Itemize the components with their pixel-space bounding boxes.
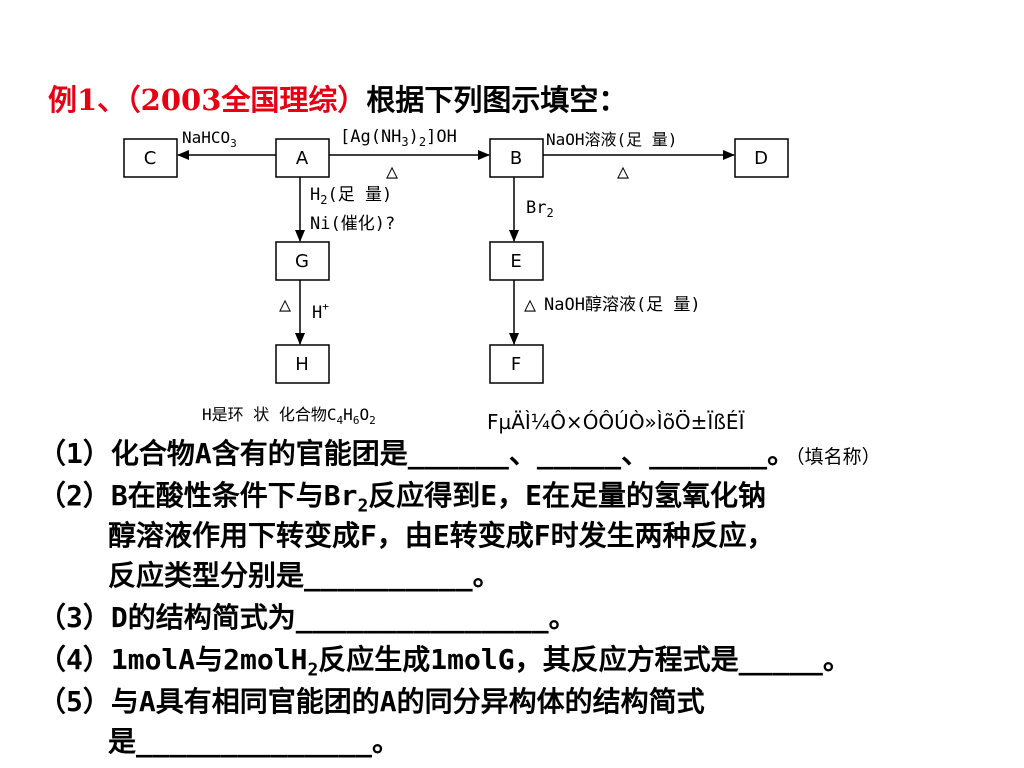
- node-box-e: [489, 241, 544, 281]
- question-2-line-3: 反应类型分别是__________。: [108, 559, 501, 592]
- question-2-line-1: （2）B在酸性条件下与Br2反应得到E，E在足量的氢氧化钠: [38, 479, 766, 517]
- node-box-b: [489, 138, 544, 178]
- heat-icon: △: [279, 292, 291, 316]
- question-1-note: （填名称）: [795, 446, 881, 468]
- title-text: 根据下列图示填空：: [366, 83, 628, 117]
- heat-icon: △: [524, 292, 536, 316]
- node-box-a: [275, 138, 330, 178]
- node-b: B: [510, 148, 522, 169]
- title-prefix: 例1、（2003全国理综）: [48, 83, 367, 117]
- reagent-a-to-c: NaHCO3: [182, 128, 237, 150]
- h-caption: H是环 状 化合物C4H6O2: [202, 405, 376, 427]
- reagent-a-to-g: H2(足 量): [310, 185, 392, 207]
- heat-icon: △: [386, 159, 398, 183]
- node-e: E: [510, 251, 521, 272]
- node-d: D: [754, 148, 768, 169]
- reagent-e-to-f: NaOH醇溶液(足 量): [544, 295, 701, 315]
- question-3: （3）D的结构简式为_______________。: [38, 601, 577, 634]
- heat-icon: △: [617, 159, 629, 183]
- reagent-b-to-d: NaOH溶液(足 量): [546, 130, 677, 149]
- garbled-text: FµÄÌ¼Ô­×ÓÔÚÒ»ÌõÖ±ÏßÉÏ: [487, 410, 745, 434]
- slide-title: 例1、（2003全国理综）根据下列图示填空：: [48, 80, 627, 120]
- node-a: A: [296, 148, 309, 169]
- node-box-f: [489, 344, 544, 384]
- node-box-h: [275, 344, 330, 384]
- question-5-line-2: 是______________。: [108, 725, 401, 758]
- node-h: H: [295, 354, 309, 375]
- reagent-a-to-b: [Ag(NH3)2]OH: [340, 127, 457, 149]
- node-c: C: [144, 148, 157, 169]
- catalyst-a-to-g: Ni(催化)?: [310, 214, 395, 234]
- question-1: （1）化合物A含有的官能团是______、_____、_______。（填名称）: [38, 437, 881, 470]
- reagent-g-to-h: H+: [312, 300, 329, 323]
- node-f: F: [511, 354, 521, 375]
- question-2-line-2: 醇溶液作用下转变成F，由E转变成F时发生两种反应，: [108, 519, 775, 552]
- node-box-c: [123, 138, 178, 178]
- question-5-line-1: （5）与A具有相同官能团的A的同分异构体的结构简式: [38, 685, 705, 718]
- node-box-d: [734, 138, 789, 178]
- node-box-g: [275, 241, 330, 281]
- node-g: G: [295, 251, 309, 272]
- reagent-b-to-e: Br2: [526, 198, 554, 220]
- question-4: （4）1molA与2molH2反应生成1molG，其反应方程式是_____。: [38, 643, 851, 681]
